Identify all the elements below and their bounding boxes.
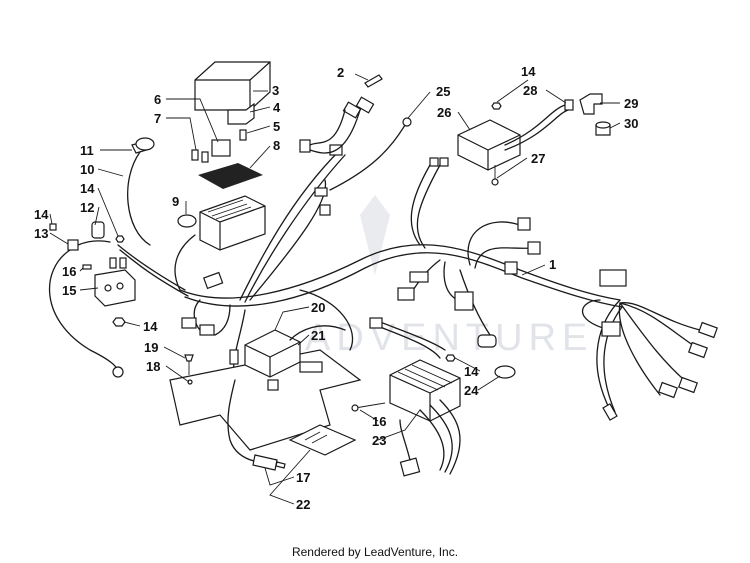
spark-plug-cap: [579, 93, 603, 115]
callout-21: 21: [311, 328, 325, 343]
callout-28: 28: [523, 83, 537, 98]
callout-3: 3: [272, 83, 279, 98]
callout-9: 9: [172, 194, 179, 209]
callout-6: 6: [154, 92, 161, 107]
callout-19: 19: [144, 340, 158, 355]
clamp-ring: [177, 214, 197, 228]
callout-29: 29: [624, 96, 638, 111]
callout-14-top: 14: [521, 64, 536, 79]
callout-7: 7: [154, 111, 161, 126]
callout-16-left: 16: [62, 264, 76, 279]
callout-14-left: 14: [34, 207, 49, 222]
fuse-panel: [198, 163, 263, 189]
callout-2: 2: [337, 65, 344, 80]
fuses: [191, 129, 247, 163]
nuts: [112, 102, 502, 362]
callout-8: 8: [273, 138, 280, 153]
callout-14-upper: 14: [80, 181, 95, 196]
callout-25: 25: [436, 84, 450, 99]
callout-4: 4: [273, 100, 281, 115]
callout-15: 15: [62, 283, 76, 298]
ignition-coil: [457, 99, 574, 186]
harness-connectors: [181, 96, 718, 421]
watermark: ADVENTURE: [305, 195, 587, 359]
callout-16-right: 16: [372, 414, 386, 429]
callout-22: 22: [296, 497, 310, 512]
callout-17: 17: [296, 470, 310, 485]
callout-12: 12: [80, 200, 94, 215]
voltage-regulator: [351, 317, 461, 477]
fuse-block: [199, 195, 266, 251]
control-module: [244, 325, 346, 378]
render-credit: Rendered by LeadVenture, Inc.: [291, 545, 459, 559]
callout-11: 11: [80, 143, 94, 158]
battery-cable-positive: [127, 137, 155, 246]
fuse-box-cover: [194, 61, 271, 111]
relay: [227, 102, 255, 125]
callout-26: 26: [437, 105, 451, 120]
callout-24: 24: [464, 383, 479, 398]
callout-18: 18: [146, 359, 160, 374]
oxygen-sensor: [227, 349, 286, 471]
leader-lines: [49, 73, 621, 505]
callout-20: 20: [311, 300, 325, 315]
plug-boot: [595, 121, 611, 136]
callout-14-right: 14: [464, 364, 479, 379]
starter-solenoid: [82, 221, 189, 307]
cable-clamp: [477, 334, 516, 379]
mounting-plate: [169, 349, 362, 451]
ring-terminal-wire: [402, 117, 412, 127]
callout-27: 27: [531, 151, 545, 166]
callout-23: 23: [372, 433, 386, 448]
battery-cable-negative: [48, 223, 124, 378]
callout-30: 30: [624, 116, 638, 131]
callout-1: 1: [549, 257, 556, 272]
callout-14-lower: 14: [143, 319, 158, 334]
callout-13: 13: [34, 226, 48, 241]
callout-5: 5: [273, 119, 280, 134]
insulator-pad: [288, 424, 357, 456]
screw: [184, 354, 194, 375]
terminal-pin: [364, 74, 383, 88]
callout-10: 10: [80, 162, 94, 177]
callout-labels: 1 2 3 4 5 6 7 8 9 11 10 14 12 14 13 16 1…: [34, 64, 638, 512]
